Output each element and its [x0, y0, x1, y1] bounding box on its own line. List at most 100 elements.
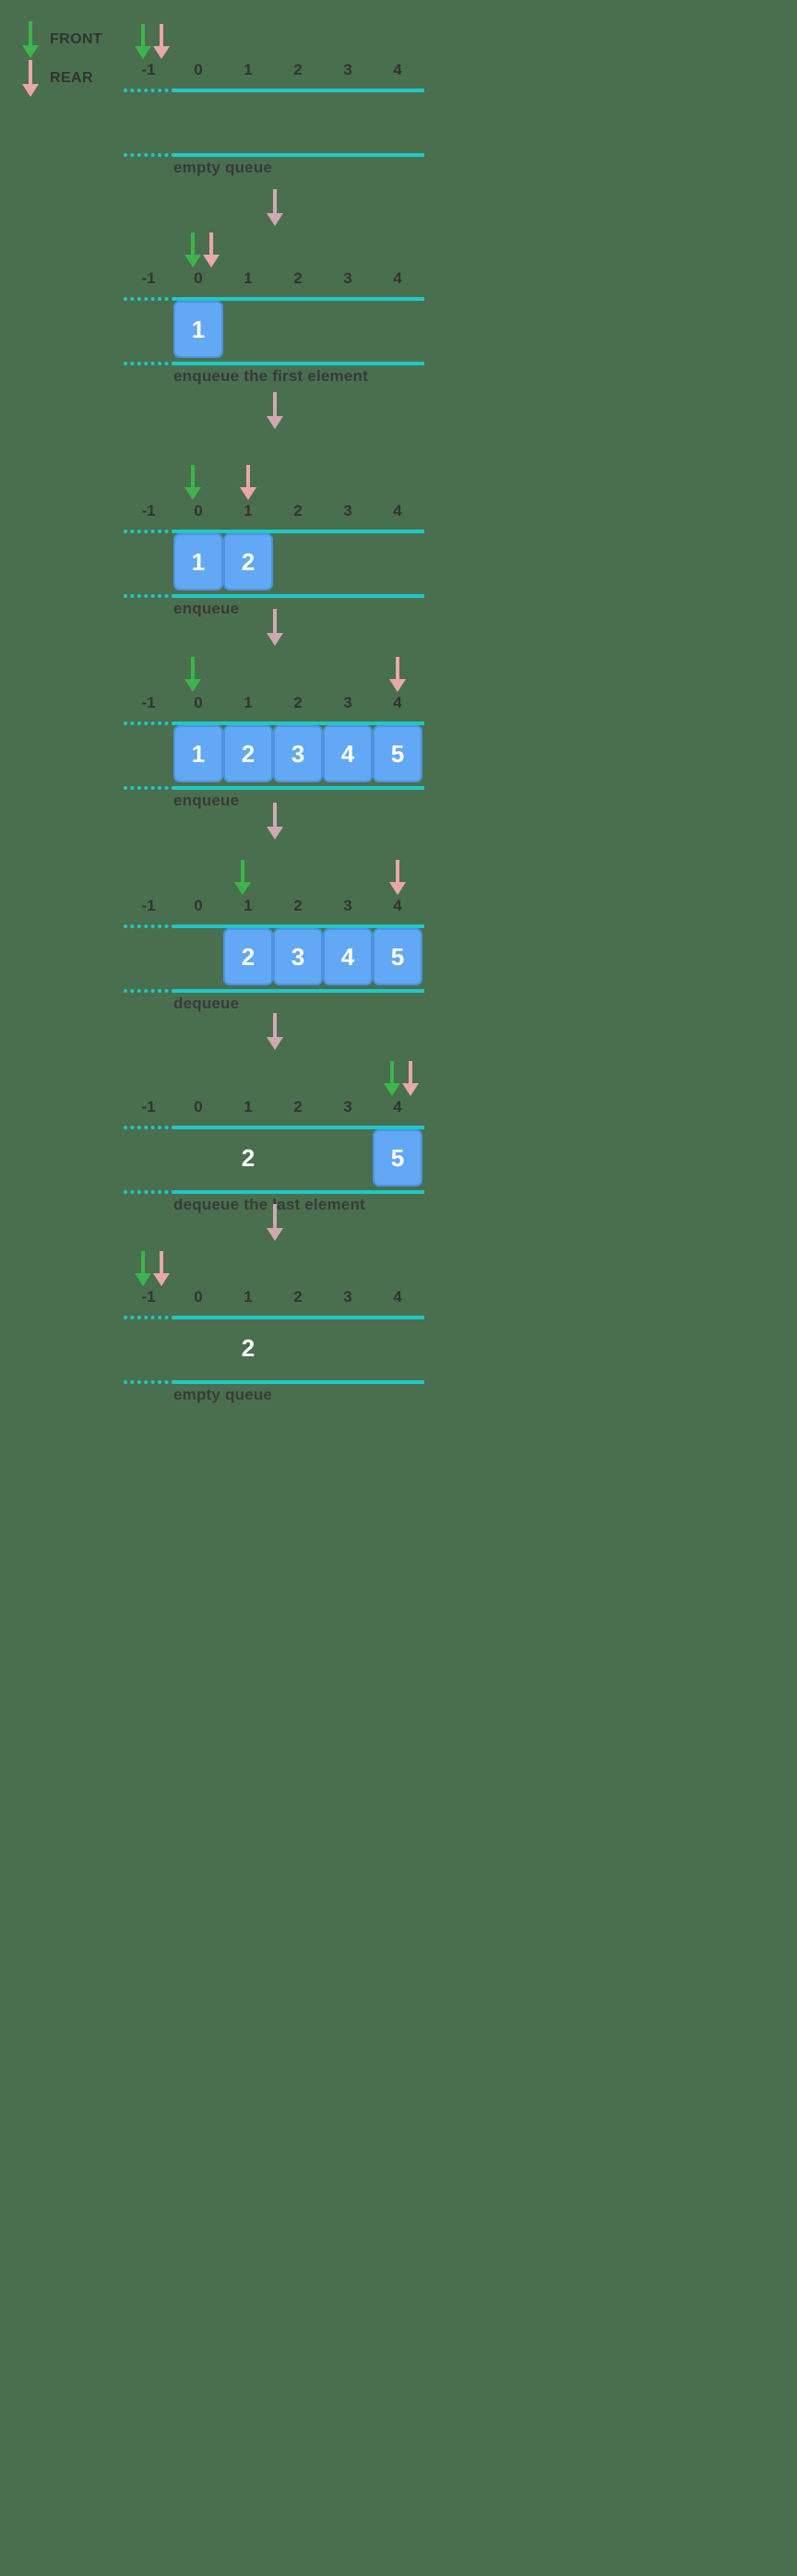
index-label: 0 — [194, 1098, 203, 1115]
index-label: 3 — [343, 269, 352, 287]
index-label: 3 — [343, 502, 352, 519]
index-label: -1 — [141, 694, 156, 711]
index-label: 0 — [194, 269, 203, 287]
index-label: -1 — [141, 502, 156, 519]
index-label: 2 — [293, 269, 303, 287]
queue-cell-filled: 3 — [273, 928, 323, 985]
queue-cell-empty: 2 — [241, 1143, 256, 1172]
rail-solid-bottom — [173, 1380, 424, 1384]
transition-arrow-icon-0 — [265, 189, 285, 226]
index-label: 4 — [393, 1288, 402, 1306]
rail-solid-top — [173, 924, 424, 928]
index-label: 4 — [393, 1098, 402, 1115]
queue-cell-empty: 2 — [241, 1333, 256, 1362]
index-label: 2 — [293, 61, 303, 78]
rail-solid-top — [173, 1316, 424, 1319]
front-pointer-arrow-icon — [232, 860, 253, 895]
index-label: 1 — [244, 61, 253, 78]
index-label: 0 — [194, 502, 203, 519]
queue-cell-filled: 3 — [273, 725, 323, 782]
step-caption: enqueue the first element — [173, 367, 368, 385]
index-label: -1 — [141, 897, 156, 914]
index-label: 2 — [293, 1288, 303, 1306]
queue-cell-filled: 4 — [323, 928, 373, 985]
index-label: 2 — [293, 897, 303, 914]
front-pointer-arrow-icon — [382, 1061, 402, 1096]
index-label: 1 — [244, 269, 253, 287]
index-label: 3 — [343, 897, 352, 914]
queue-cell-filled: 1 — [173, 725, 223, 782]
rear-pointer-arrow-icon — [387, 657, 408, 692]
rail-dashed-top — [124, 1316, 175, 1319]
front-pointer-arrow-icon — [133, 1251, 153, 1286]
queue-cell-filled: 1 — [173, 533, 223, 590]
rail-solid-top — [173, 1126, 424, 1129]
index-label: 0 — [194, 61, 203, 78]
index-label: -1 — [141, 61, 156, 78]
rail-solid-bottom — [173, 989, 424, 993]
index-label: 3 — [343, 1288, 352, 1306]
index-label: 2 — [293, 694, 303, 711]
rail-dashed-bottom — [124, 1190, 175, 1194]
queue-cell-filled: 5 — [373, 928, 422, 985]
index-label: 1 — [244, 502, 253, 519]
rail-dashed-top — [124, 530, 175, 533]
transition-arrow-icon-3 — [265, 803, 285, 840]
queue-cell-filled: 2 — [223, 533, 273, 590]
rail-solid-top — [173, 530, 424, 533]
down-arrow-green-icon — [20, 21, 41, 58]
front-pointer-arrow-icon — [183, 233, 203, 268]
index-label: 3 — [343, 1098, 352, 1115]
legend: FRONT REAR — [20, 20, 159, 98]
down-arrow-pink-icon — [20, 60, 41, 97]
rail-dashed-bottom — [124, 786, 175, 790]
front-pointer-arrow-icon — [183, 657, 203, 692]
rail-dashed-top — [124, 924, 175, 928]
legend-item-front: FRONT — [20, 20, 159, 59]
rail-dashed-bottom — [124, 594, 175, 598]
index-label: 4 — [393, 897, 402, 914]
rail-dashed-top — [124, 1126, 175, 1129]
transition-arrow-icon-4 — [265, 1013, 285, 1050]
rail-dashed-top — [124, 297, 175, 301]
rail-solid-top — [173, 89, 424, 92]
queue-cell-filled: 2 — [223, 928, 273, 985]
index-label: 2 — [293, 1098, 303, 1115]
transition-arrow-icon-1 — [265, 392, 285, 429]
step-caption: empty queue — [173, 1386, 273, 1403]
index-label: 0 — [194, 694, 203, 711]
step-caption: dequeue — [173, 995, 240, 1012]
index-label: 4 — [393, 502, 402, 519]
rail-solid-bottom — [173, 1190, 424, 1194]
index-label: 0 — [194, 1288, 203, 1306]
index-label: 4 — [393, 694, 402, 711]
index-label: 2 — [293, 502, 303, 519]
index-label: 1 — [244, 1098, 253, 1115]
index-label: 0 — [194, 897, 203, 914]
queue-cells: 2 — [124, 1319, 424, 1377]
rear-pointer-arrow-icon — [238, 465, 258, 500]
rail-dashed-bottom — [124, 153, 175, 157]
queue-cell-filled: 2 — [223, 725, 273, 782]
queue-cells — [124, 92, 424, 149]
queue-cell-filled: 1 — [173, 301, 223, 358]
rail-dashed-top — [124, 89, 175, 92]
step-caption: enqueue — [173, 600, 240, 617]
front-pointer-arrow-icon — [183, 465, 203, 500]
rear-pointer-arrow-icon — [151, 1251, 172, 1286]
rail-solid-top — [173, 297, 424, 301]
queue-cell-filled: 4 — [323, 725, 373, 782]
